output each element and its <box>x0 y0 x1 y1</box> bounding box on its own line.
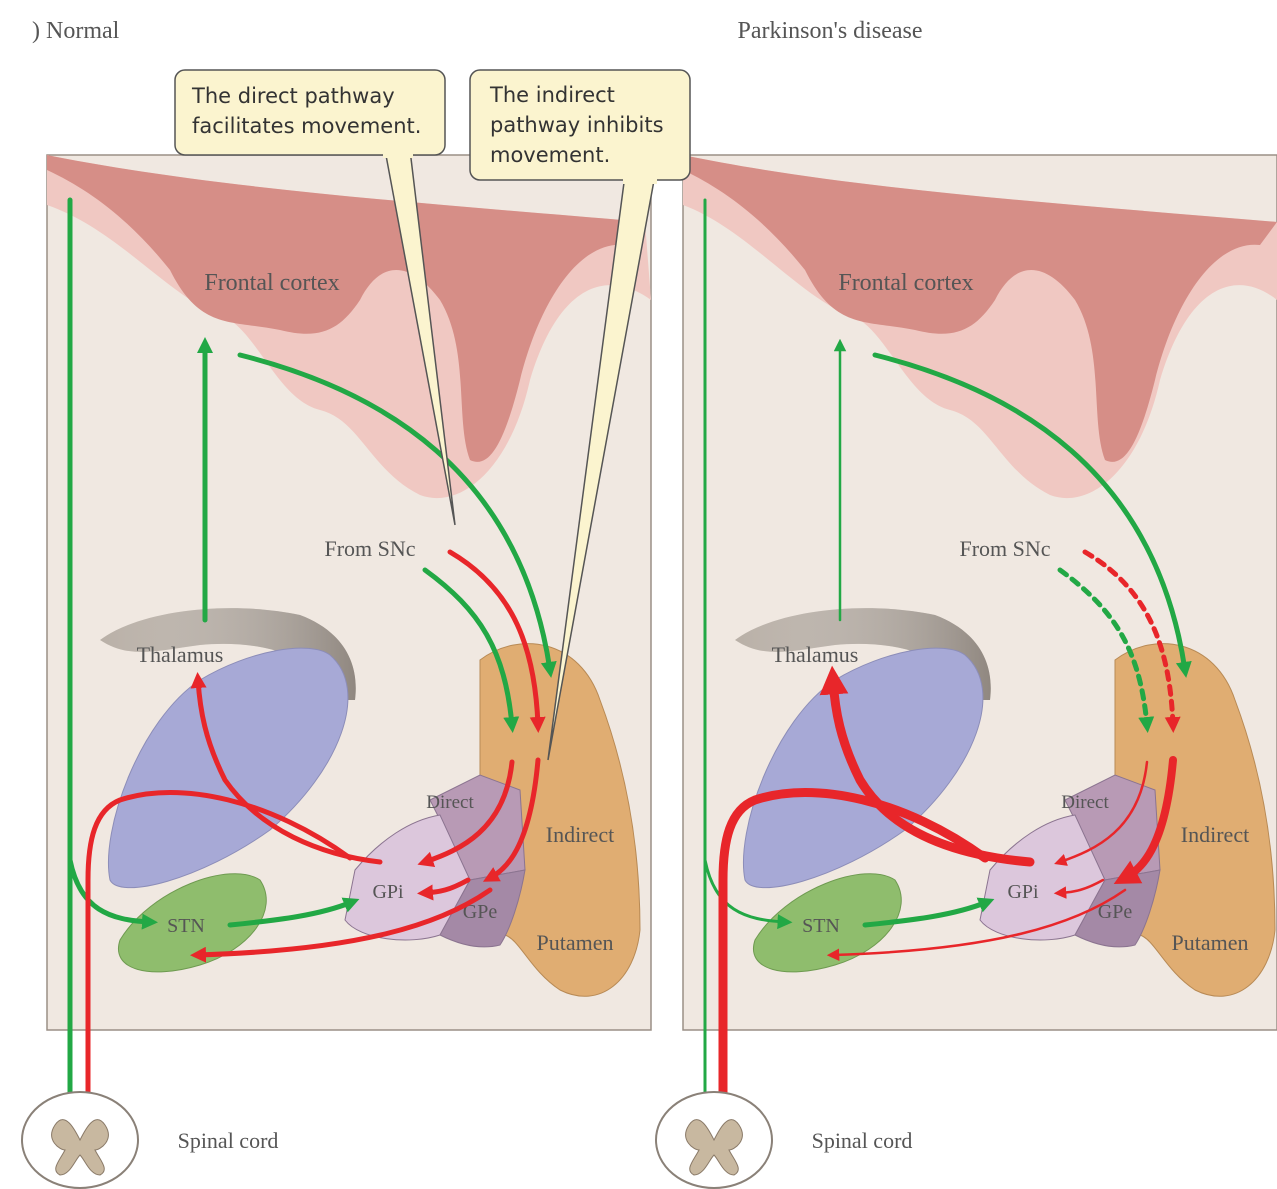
putamen-label: Putamen <box>537 930 614 955</box>
callout-indirect-line-1: The indirect <box>489 83 615 107</box>
from-snc-label: From SNc <box>959 536 1050 561</box>
spinal-cord-label: Spinal cord <box>812 1128 913 1153</box>
stn-label: STN <box>167 915 205 937</box>
gpi-label: GPi <box>1007 881 1039 903</box>
callout-indirect-line-3: movement. <box>490 143 610 167</box>
direct-label: Direct <box>426 792 474 813</box>
putamen-label: Putamen <box>1172 930 1249 955</box>
callout-direct-line-1: The direct pathway <box>191 84 395 108</box>
stn-label: STN <box>802 915 840 937</box>
frontal-cortex-label: Frontal cortex <box>838 270 973 296</box>
indirect-label: Indirect <box>546 822 614 847</box>
spinal-cord-figure: Spinal cord <box>22 1092 278 1188</box>
spinal-cord-figure: Spinal cord <box>656 1092 912 1188</box>
indirect-label: Indirect <box>1181 822 1249 847</box>
from-snc-label: From SNc <box>324 536 415 561</box>
panel-title: ) Normal <box>32 18 120 44</box>
gpi-label: GPi <box>372 881 404 903</box>
direct-label: Direct <box>1061 792 1109 813</box>
thalamus-label: Thalamus <box>772 642 859 667</box>
thalamus-label: Thalamus <box>137 642 224 667</box>
frontal-cortex-label: Frontal cortex <box>204 270 339 296</box>
panel-parkinsons: Parkinson's disease Frontal cortex Thala… <box>656 18 1277 1188</box>
panel-title: Parkinson's disease <box>738 18 923 44</box>
callout-direct-line-2: facilitates movement. <box>192 114 421 138</box>
spinal-cord-label: Spinal cord <box>178 1128 279 1153</box>
panel-normal: ) Normal Frontal cortex Thalamus Direct … <box>22 18 651 1188</box>
callout-indirect-line-2: pathway inhibits <box>490 113 664 137</box>
